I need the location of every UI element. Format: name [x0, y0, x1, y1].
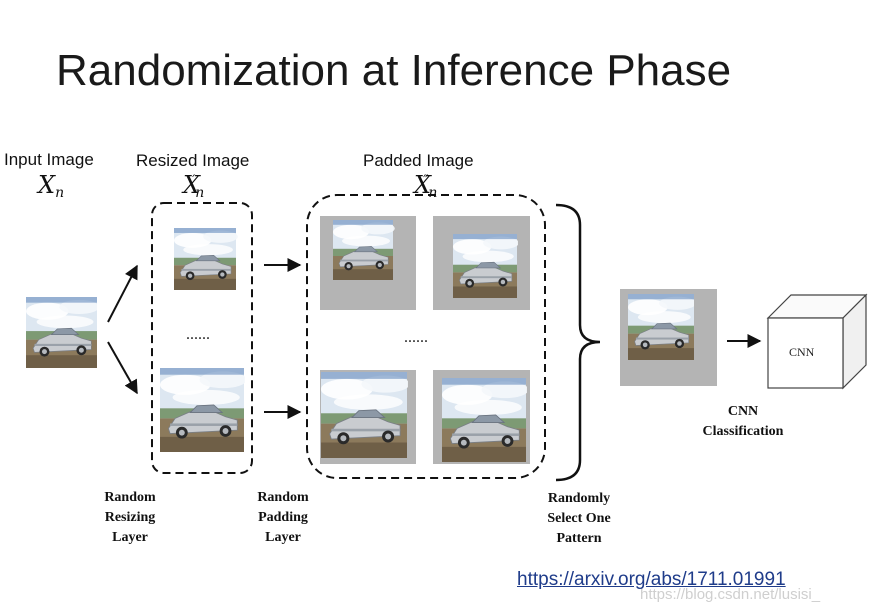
padding-layer-caption: Random Padding Layer	[257, 490, 309, 545]
cnn-classification-caption: CNN Classification	[702, 404, 784, 439]
padded-image-2	[433, 216, 530, 310]
input-math-symbol: Xn	[38, 171, 65, 201]
padded-ellipsis: ......	[404, 329, 428, 346]
padded-image-label: Padded Image	[363, 151, 474, 170]
cnn-cube	[766, 293, 868, 390]
resizing-layer-caption: Random Resizing Layer	[104, 490, 156, 545]
select-brace	[555, 203, 601, 482]
watermark: https://blog.csdn.net/lusisi_	[640, 586, 821, 603]
padding-arrows	[264, 258, 302, 419]
padded-image-4	[433, 370, 530, 464]
selected-pattern-image	[620, 289, 717, 386]
padded-math-symbol: X″n	[414, 171, 438, 201]
slide-title: Randomization at Inference Phase	[56, 46, 732, 95]
resized-math-symbol: X′n	[183, 171, 205, 201]
input-image-label: Input Image	[4, 150, 94, 169]
resized-image-label: Resized Image	[136, 151, 250, 170]
resized-group-frame	[151, 202, 253, 474]
cnn-box-label: CNN	[789, 345, 815, 359]
resized-image-large	[159, 368, 245, 452]
arxiv-link[interactable]: https://arxiv.org/abs/1711.01991	[517, 569, 786, 590]
padded-image-1	[320, 216, 416, 310]
padded-image-3	[320, 370, 416, 464]
select-pattern-caption: Randomly Select One Pattern	[547, 491, 611, 546]
resize-arrows	[107, 264, 138, 395]
resized-ellipsis: ......	[186, 326, 210, 343]
resized-image-small	[173, 228, 239, 290]
input-image	[26, 297, 97, 368]
